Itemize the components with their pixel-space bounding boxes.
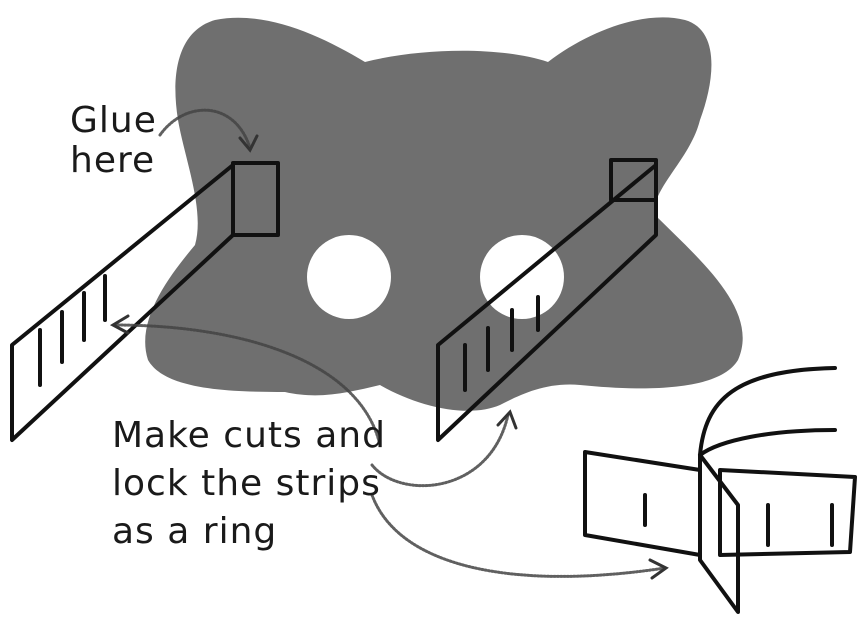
right-strip	[436, 158, 658, 442]
arrow-icon	[109, 314, 130, 335]
cuts-label-line3: as a ring	[112, 511, 277, 552]
cuts-arrow-left	[113, 323, 382, 447]
arrow-icon	[238, 134, 259, 153]
glue-label-line2: here	[70, 140, 155, 181]
strip-ring	[583, 366, 857, 614]
glue-label-line1: Glue	[70, 100, 157, 141]
left-strip	[10, 161, 280, 442]
cuts-label-line1: Make cuts and	[112, 415, 386, 456]
cuts-arrow-bottom	[370, 493, 667, 578]
arrow-icon	[496, 409, 518, 430]
cuts-label-line2: lock the strips	[112, 463, 381, 504]
arrow-icon	[648, 558, 669, 580]
left-eye-hole	[307, 235, 391, 319]
glue-arrow	[158, 108, 252, 150]
cuts-arrow-middle	[370, 413, 510, 488]
mask-shape	[145, 17, 743, 411]
